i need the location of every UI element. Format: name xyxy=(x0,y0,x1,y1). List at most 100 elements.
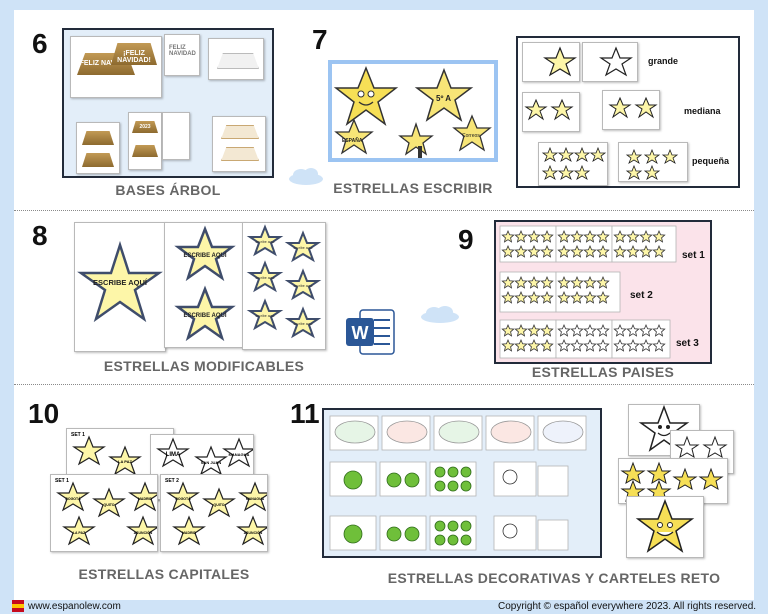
star-icon xyxy=(527,290,541,304)
character-icon xyxy=(404,526,420,542)
star-icon xyxy=(524,98,548,121)
outline-base-label: FELIZ NAVIDAD xyxy=(169,45,196,57)
paises-sheets xyxy=(499,225,677,359)
gold-base-label: FELIZ NAVIDAD xyxy=(79,60,133,67)
character-icon xyxy=(386,472,402,488)
capitales-sheet-title: SET 1 xyxy=(71,432,85,438)
star-icon xyxy=(284,230,322,263)
star-icon xyxy=(543,46,577,77)
star-icon xyxy=(626,323,640,337)
star-icon xyxy=(639,229,653,243)
capital-label: MANAGUA xyxy=(229,452,250,457)
section-caption-9: ESTRELLAS PAISES xyxy=(531,364,675,380)
capital-label: BOGOTÁ xyxy=(175,496,191,501)
bases-sheet xyxy=(76,122,120,174)
star-text: ESCRIBE AQUÍ xyxy=(183,251,226,259)
star-icon: ESPAÑA xyxy=(334,118,374,155)
star-icon xyxy=(613,244,627,258)
star-icon xyxy=(613,323,627,337)
star-icon xyxy=(527,338,541,352)
star-icon xyxy=(174,225,236,282)
capitales-sheet: SET 2 BOGOTÁ QUITO MANAGUA MADRID ASUNCI… xyxy=(160,474,272,552)
speech-bubble-icon xyxy=(438,420,480,444)
character-icon xyxy=(502,469,518,485)
capital-label: MANAGUA xyxy=(246,497,265,501)
bases-sheet: 2023 xyxy=(128,112,162,170)
star-icon xyxy=(246,260,284,293)
star-icon xyxy=(514,323,528,337)
size-sheet xyxy=(602,90,660,130)
section-caption-6: BASES ÁRBOL xyxy=(115,182,221,198)
star-text: escribe aquí xyxy=(293,246,312,250)
star-icon xyxy=(514,275,528,289)
smiley-face-icon xyxy=(635,498,695,553)
star-icon xyxy=(626,338,640,352)
character-icon xyxy=(460,480,472,492)
poster-page: 6 FELIZ NAVIDAD ¡FELIZ NAVIDAD! FELIZ NA… xyxy=(14,10,754,600)
star-icon xyxy=(514,338,528,352)
speech-bubble-icon xyxy=(490,420,532,444)
star-icon xyxy=(527,323,541,337)
star-label: ESPAÑA xyxy=(342,137,363,144)
star-icon xyxy=(246,298,284,331)
section-caption-8: ESTRELLAS MODIFICABLES xyxy=(103,358,305,374)
capitales-sheet-title: SET 1 xyxy=(55,478,69,484)
paises-sheet xyxy=(611,225,677,263)
paises-sheet xyxy=(555,271,621,313)
character-icon xyxy=(434,520,446,532)
capital-label: MADRID xyxy=(138,497,152,501)
bases-sheet: FELIZ NAVIDAD ¡FELIZ NAVIDAD! xyxy=(70,36,162,98)
bases-arbol-preview: FELIZ NAVIDAD ¡FELIZ NAVIDAD! FELIZ NAVI… xyxy=(62,28,274,178)
footer-website[interactable]: www.espanolew.com xyxy=(28,601,121,612)
star-icon xyxy=(557,323,571,337)
character-icon xyxy=(434,534,446,546)
star-icon xyxy=(540,338,554,352)
star-icon xyxy=(527,244,541,258)
set-label-1: set 1 xyxy=(682,250,705,261)
decorative-star-sheet xyxy=(626,496,704,558)
character-icon xyxy=(447,466,459,478)
star-icon xyxy=(702,435,728,459)
capital-label: LA PAZ xyxy=(118,459,133,464)
star-icon xyxy=(501,290,515,304)
star-icon xyxy=(557,229,571,243)
gold-base-year: 2023 xyxy=(139,124,151,130)
star-icon xyxy=(540,290,554,304)
star-label: Correos xyxy=(462,133,480,139)
star-icon xyxy=(550,98,574,121)
modificable-sheet: ESCRIBE AQUÍ xyxy=(74,222,166,352)
star-icon xyxy=(540,275,554,289)
modificable-sheet: ESCRIBE AQUÍ ESCRIBE AQUÍ xyxy=(164,222,246,348)
star-icon xyxy=(398,121,434,156)
star-icon xyxy=(501,244,515,258)
character-icon xyxy=(447,480,459,492)
star-icon xyxy=(514,290,528,304)
section-caption-10: ESTRELLAS CAPITALES xyxy=(78,566,250,582)
star-icon xyxy=(514,229,528,243)
section-number-8: 8 xyxy=(32,220,48,251)
star-icon xyxy=(596,229,610,243)
star-icon xyxy=(608,96,632,119)
smiley-face-icon xyxy=(638,404,690,452)
carteles-sheets xyxy=(329,415,587,551)
star-text: escribe aquí xyxy=(255,276,274,280)
character-icon xyxy=(434,466,446,478)
star-text: escribe aquí xyxy=(255,240,274,244)
flag-icon xyxy=(12,600,24,612)
capital-label: ASUNCIÓN xyxy=(134,530,153,535)
star-text: escribe aquí xyxy=(293,322,312,326)
bases-sheet: FELIZ NAVIDAD xyxy=(164,34,200,76)
star-icon xyxy=(501,338,515,352)
capitales-sheet: SET 1 BOGOTÁ QUITO MADRID LA PAZ ASUNCIÓ… xyxy=(50,474,162,552)
star-icon xyxy=(639,323,653,337)
section-number-11: 11 xyxy=(290,398,320,429)
star-icon xyxy=(639,338,653,352)
star-icon xyxy=(596,323,610,337)
star-icon xyxy=(557,290,571,304)
star-icon xyxy=(570,323,584,337)
capital-label: LA PAZ xyxy=(73,531,86,535)
bases-sheet xyxy=(208,38,264,80)
word-icon: W xyxy=(346,309,395,355)
star-icon xyxy=(540,323,554,337)
star-icon xyxy=(557,338,571,352)
